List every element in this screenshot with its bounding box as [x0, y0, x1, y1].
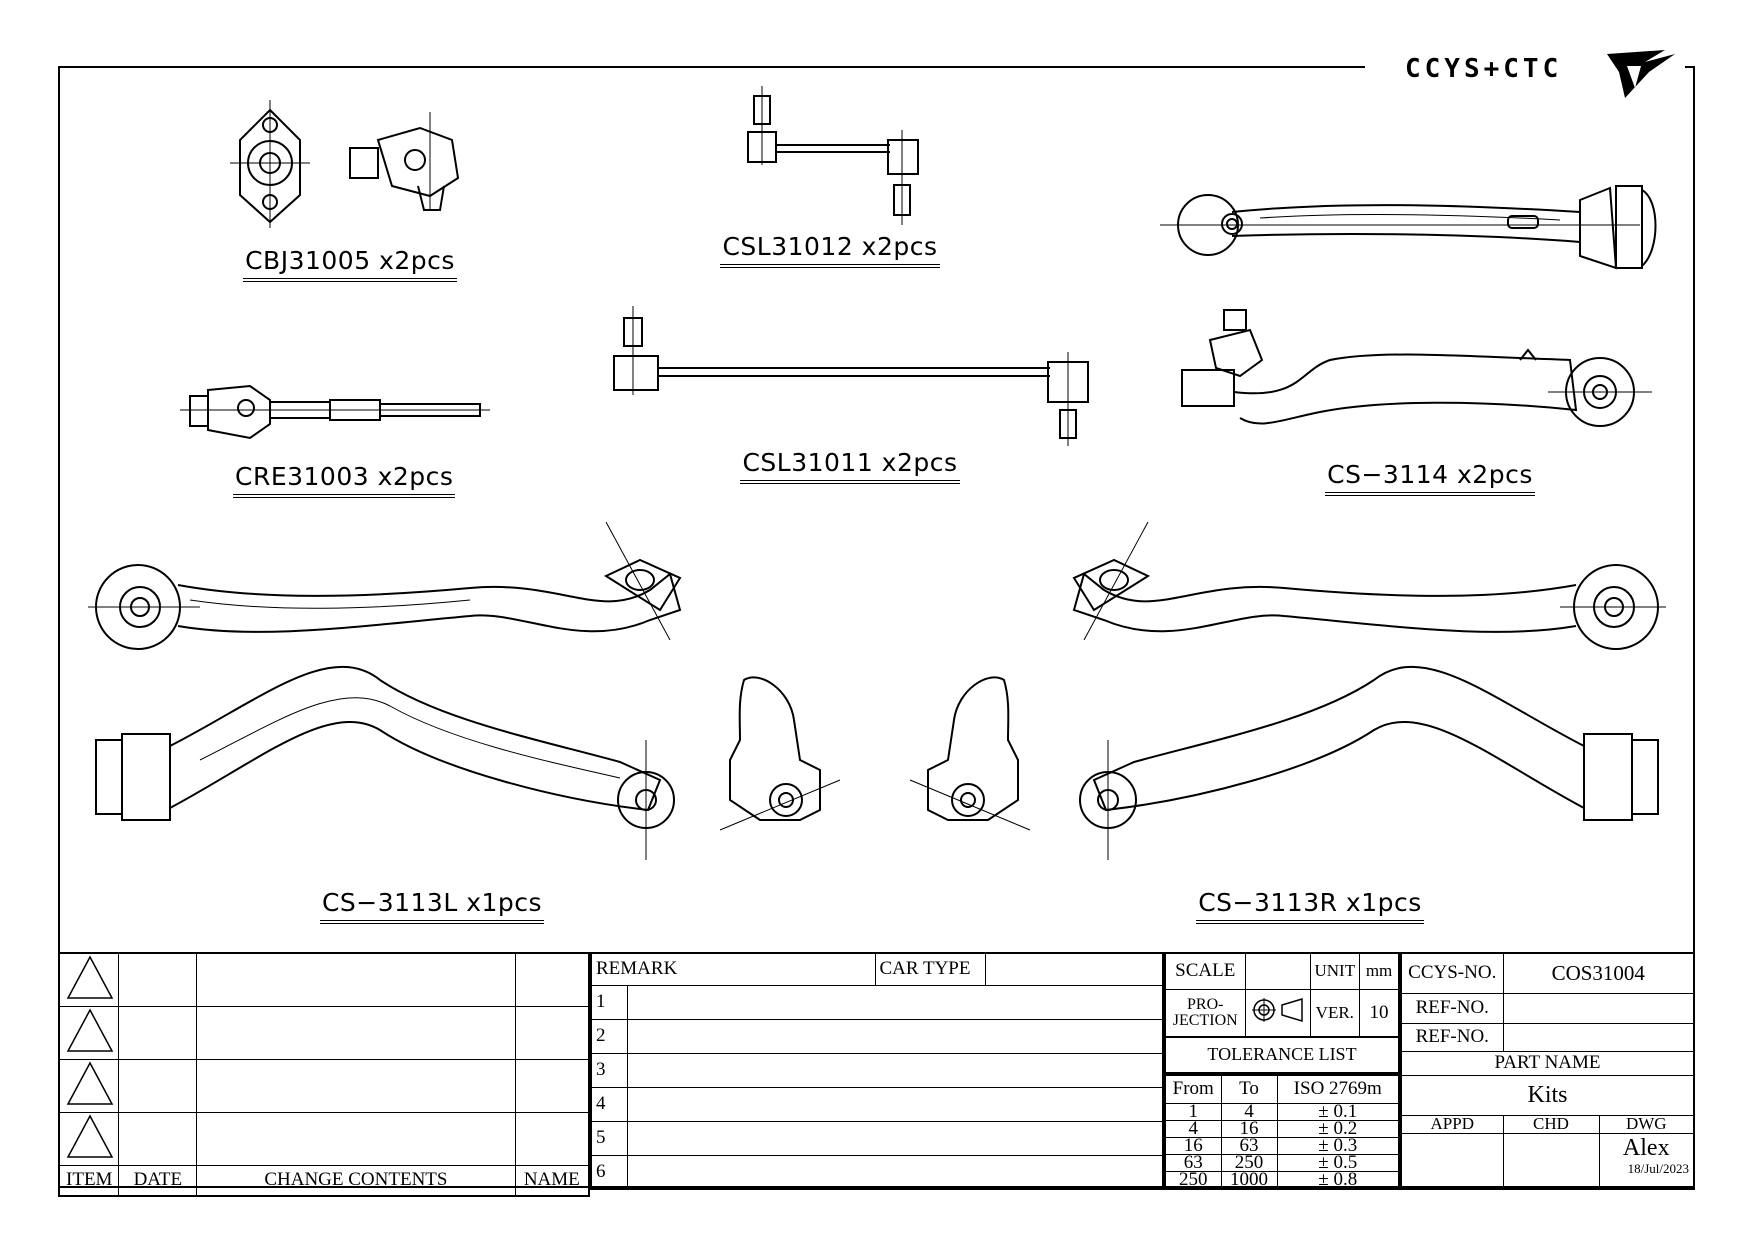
unit-value: mm — [1359, 952, 1400, 990]
part-name-label: PART NAME — [1400, 1050, 1695, 1076]
tolerance-from-header: From — [1164, 1074, 1222, 1104]
tolerance-to: 4 — [1220, 1102, 1278, 1121]
dwg-cell: Alex 18/Jul/2023 — [1598, 1132, 1695, 1190]
dwg-value: Alex — [1622, 1134, 1670, 1161]
remark-row-number: 6 — [590, 1154, 628, 1190]
revision-triangle-icon — [58, 1059, 120, 1113]
remark-row-number: 1 — [590, 984, 628, 1020]
ver-label: VER. — [1309, 988, 1361, 1038]
tolerance-from: 16 — [1164, 1136, 1222, 1155]
logo-text: CCYS+CTC — [1405, 54, 1563, 84]
scale-label: SCALE — [1164, 952, 1246, 990]
revision-triangle-icon — [58, 952, 120, 1007]
revision-table: ITEM DATE CHANGE CONTENTS NAME — [58, 952, 590, 1197]
tolerance-to-header: To — [1220, 1074, 1278, 1104]
ver-value: 10 — [1359, 988, 1400, 1038]
date-header: DATE — [118, 1165, 198, 1196]
remark-row-number: 5 — [590, 1120, 628, 1156]
part-name-value: Kits — [1400, 1074, 1695, 1116]
ccys-no-value: COS31004 — [1502, 952, 1695, 994]
remark-label: REMARK — [590, 952, 876, 986]
part-label: CS−3113L x1pcs — [312, 888, 552, 924]
tolerance-to: 250 — [1220, 1153, 1278, 1172]
control-arm-right-lower-drawing — [1079, 665, 1659, 860]
dwg-label: DWG — [1598, 1114, 1695, 1134]
knuckle-left-drawing — [719, 676, 841, 831]
projection-label: PRO- JECTION — [1164, 988, 1246, 1038]
unit-label: UNIT — [1309, 952, 1361, 990]
tolerance-to: 63 — [1220, 1136, 1278, 1155]
ref-no-label: REF-NO. — [1400, 992, 1504, 1024]
brand-logo: CCYS+CTC — [1365, 40, 1685, 100]
part-label: CSL31011 x2pcs — [740, 448, 960, 484]
tolerance-value: ± 0.8 — [1276, 1170, 1400, 1189]
control-arm-balljoint-drawing — [1181, 309, 1652, 427]
part-label: CRE31003 x2pcs — [233, 462, 456, 498]
logo-wing-icon — [1607, 50, 1675, 98]
spec-table: SCALE UNIT mm PRO- JECTION VER. 10 — [1164, 952, 1400, 1038]
tolerance-value: ± 0.2 — [1276, 1119, 1400, 1138]
control-arm-right-upper-drawing — [1072, 521, 1666, 650]
car-type-label: CAR TYPE — [874, 952, 986, 986]
tie-rod-drawing — [180, 384, 490, 440]
control-arm-straight-drawing — [1160, 185, 1657, 270]
revision-triangle-icon — [58, 1006, 120, 1060]
control-arm-left-lower-drawing — [95, 665, 675, 860]
tolerance-title: TOLERANCE LIST — [1164, 1036, 1400, 1074]
remark-row-number: 2 — [590, 1018, 628, 1054]
part-label: CSL31012 x2pcs — [720, 232, 940, 268]
remarks-table: REMARK CAR TYPE 1 2 3 4 5 6 — [590, 952, 1164, 1190]
tolerance-value: ± 0.3 — [1276, 1136, 1400, 1155]
tolerance-to: 1000 — [1220, 1170, 1278, 1189]
part-label: CS−3113R x1pcs — [1190, 888, 1430, 924]
tolerance-value: ± 0.5 — [1276, 1153, 1400, 1172]
appd-label: APPD — [1400, 1114, 1504, 1134]
change-contents-header: CHANGE CONTENTS — [196, 1165, 516, 1196]
name-header: NAME — [514, 1165, 590, 1196]
chd-label: CHD — [1502, 1114, 1600, 1134]
stab-link-short-drawing — [747, 86, 919, 225]
title-block: ITEM DATE CHANGE CONTENTS NAME REMARK CA… — [58, 952, 1695, 1197]
revision-triangle-icon — [58, 1112, 120, 1166]
control-arm-left-upper-drawing — [88, 521, 682, 650]
remark-row-number: 3 — [590, 1052, 628, 1088]
stab-link-long-drawing — [613, 306, 1089, 446]
info-table: CCYS-NO. COS31004 REF-NO. REF-NO. PART N… — [1400, 952, 1695, 1190]
part-label: CS−3114 x2pcs — [1320, 460, 1540, 496]
tolerance-from: 4 — [1164, 1119, 1222, 1138]
knuckle-right-drawing — [909, 676, 1031, 831]
item-header: ITEM — [58, 1165, 120, 1196]
tolerance-from: 63 — [1164, 1153, 1222, 1172]
tolerance-iso-header: ISO 2769m — [1276, 1074, 1400, 1104]
ball-joint-drawing — [230, 100, 460, 228]
tolerance-from: 1 — [1164, 1102, 1222, 1121]
ref-no-label: REF-NO. — [1400, 1022, 1504, 1052]
drawing-date: 18/Jul/2023 — [1627, 1160, 1689, 1176]
tolerance-to: 16 — [1220, 1119, 1278, 1138]
tolerance-value: ± 0.1 — [1276, 1102, 1400, 1121]
part-label: CBJ31005 x2pcs — [240, 246, 460, 282]
ccys-no-label: CCYS-NO. — [1400, 952, 1504, 994]
remark-row-number: 4 — [590, 1086, 628, 1122]
projection-symbol-icon — [1244, 988, 1311, 1038]
tolerance-from: 250 — [1164, 1170, 1222, 1189]
